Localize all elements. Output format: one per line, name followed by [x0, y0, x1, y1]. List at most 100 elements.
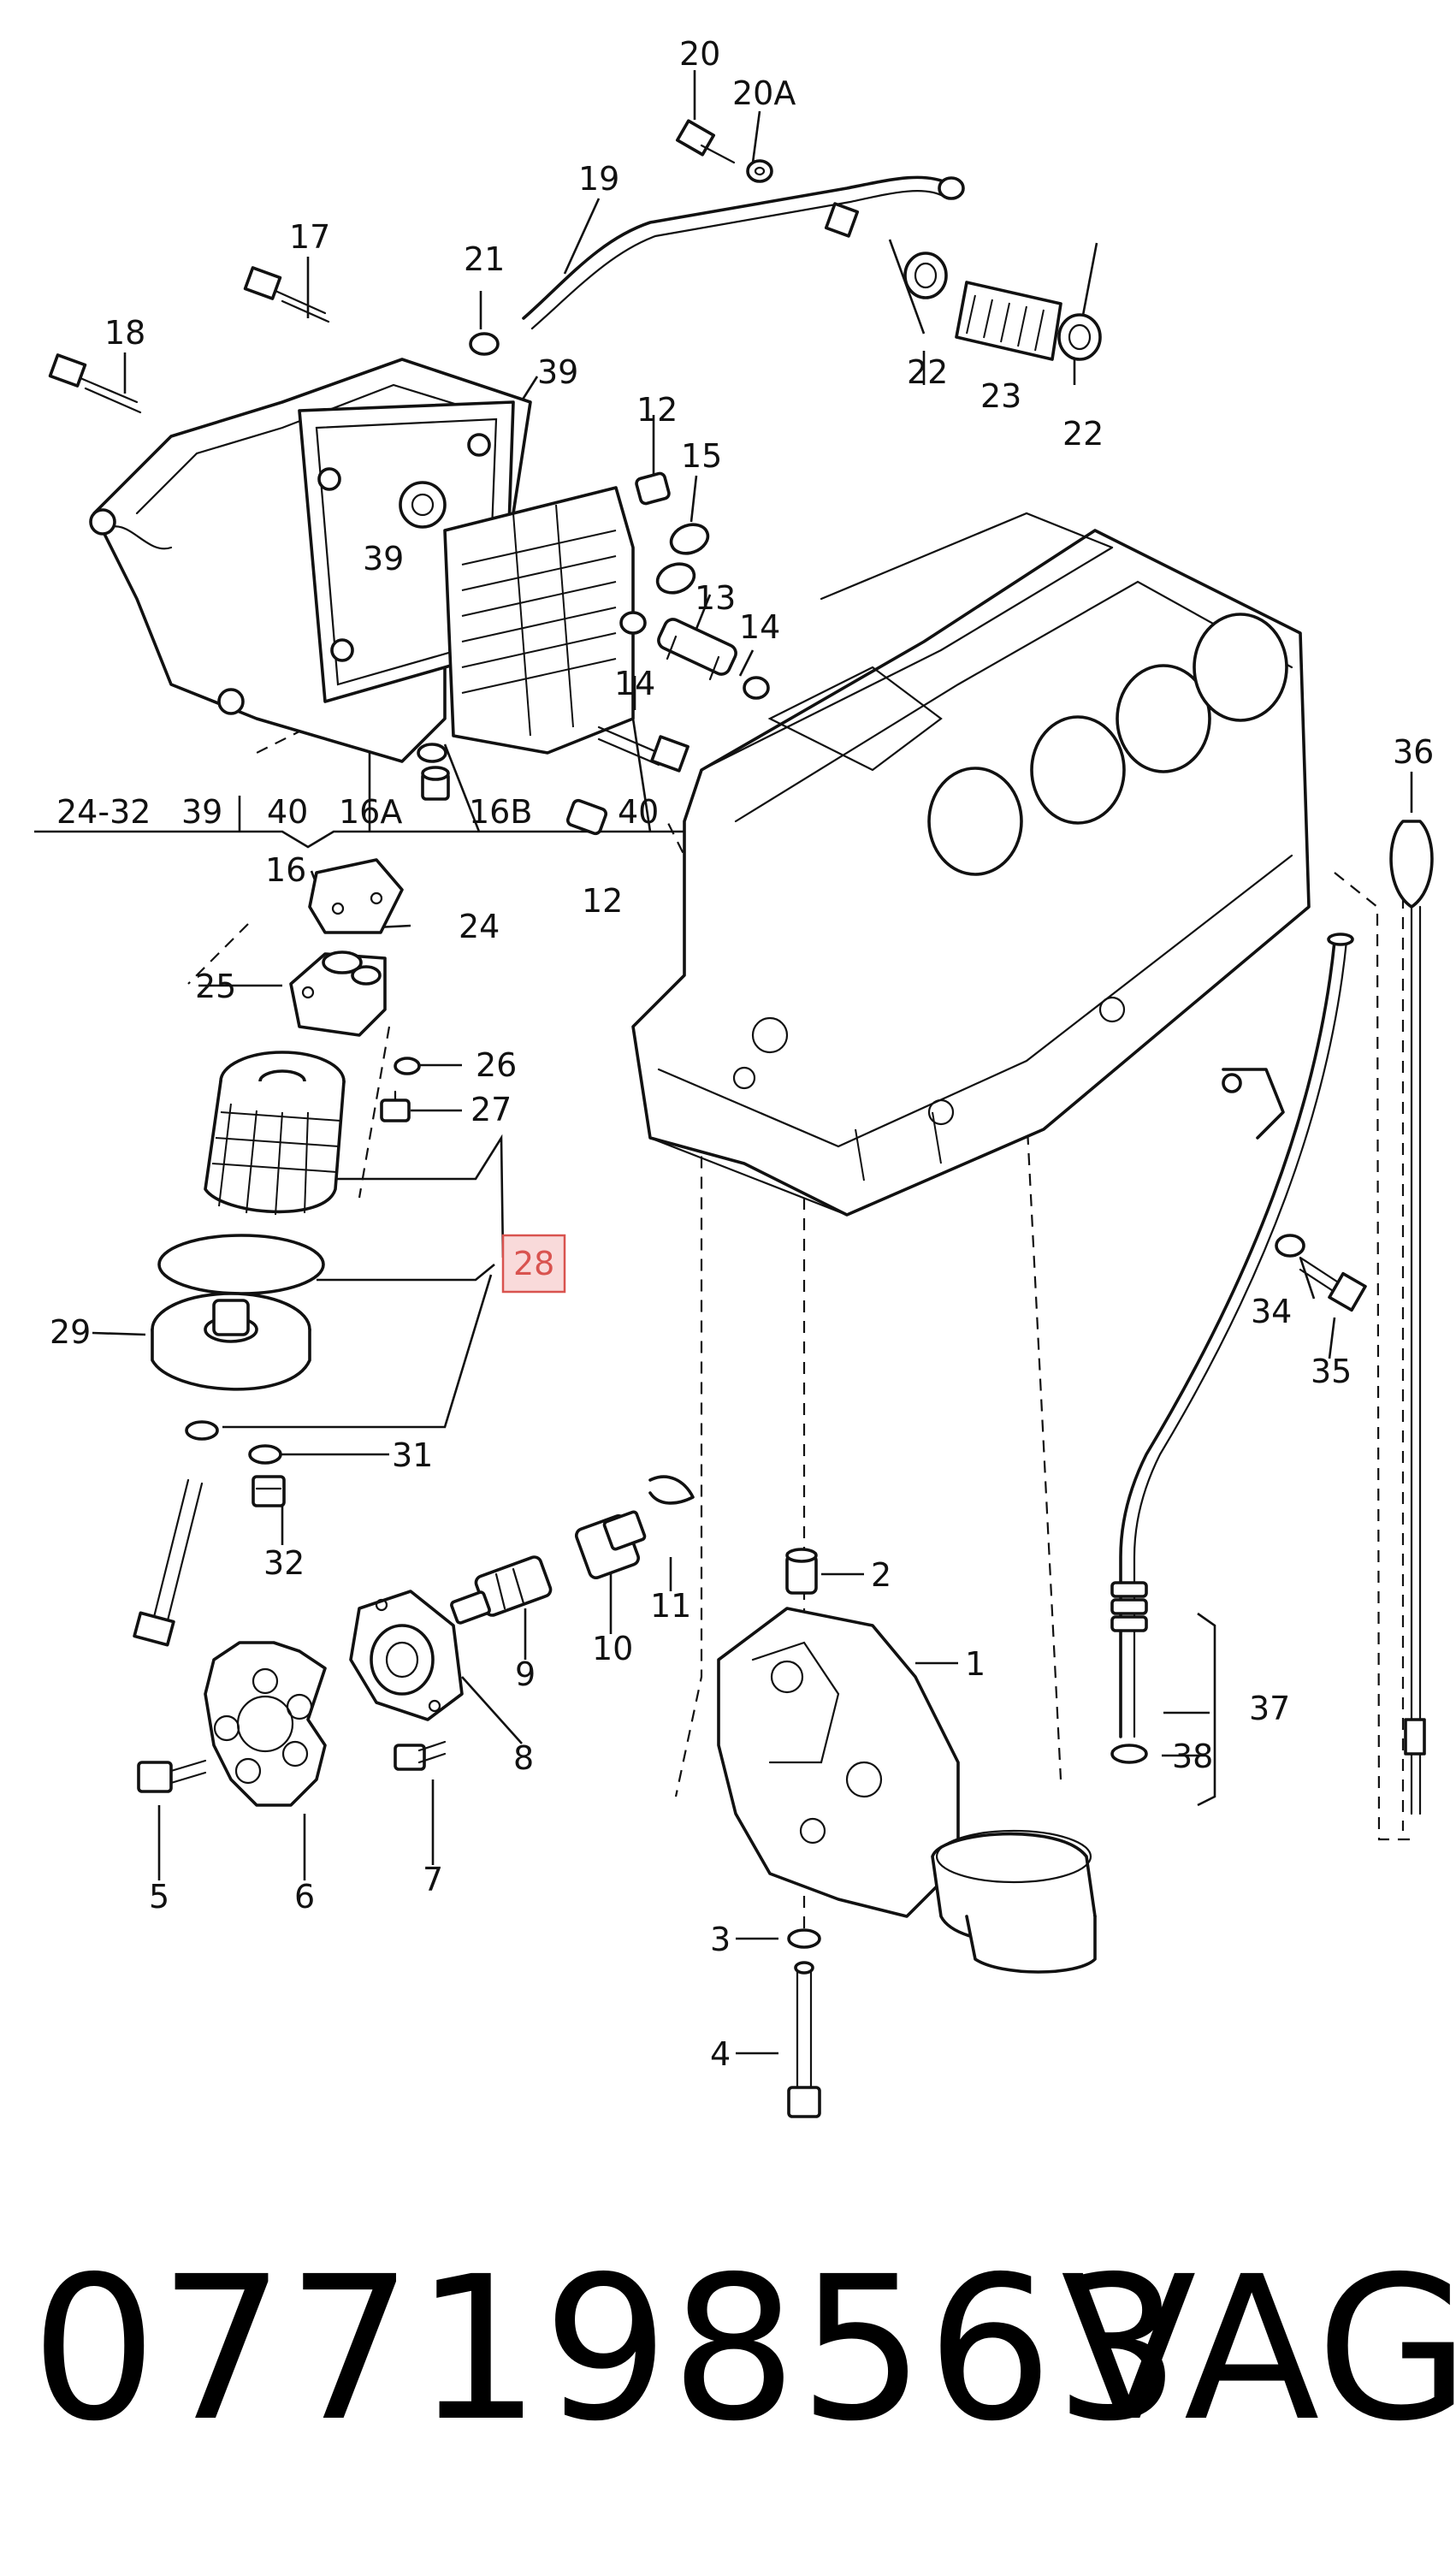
callout-10: 10 [592, 1630, 633, 1667]
dipstick-36-icon [1389, 820, 1434, 1815]
callout-13: 13 [695, 579, 736, 617]
callout-22-left: 22 [907, 353, 948, 391]
washer-34-icon [1275, 1234, 1305, 1258]
callout-3: 3 [710, 1921, 731, 1958]
drive-housing-8-icon [349, 1590, 464, 1721]
callout-1: 1 [965, 1645, 985, 1683]
callout-34: 34 [1251, 1293, 1292, 1330]
bolt-35-icon [1299, 1256, 1367, 1312]
brand-name: VAG [1061, 2234, 1456, 2465]
callout-6: 6 [294, 1878, 315, 1916]
callout-9: 9 [515, 1655, 536, 1693]
oil-pump-1-icon [717, 1607, 1097, 1974]
callout-7: 7 [423, 1861, 443, 1898]
washer-31-icon [248, 1444, 282, 1465]
callout-20a: 20A [732, 74, 796, 112]
washer-38-icon [1110, 1744, 1148, 1764]
gasket-24-icon [308, 858, 404, 934]
clip-11-icon [648, 1475, 695, 1505]
engine-block-icon [631, 512, 1311, 1217]
filter-seal-ring-icon [157, 1234, 325, 1295]
o-ring-21-icon [469, 332, 500, 356]
callout-16: 16 [265, 851, 306, 889]
bolt-40-icon [597, 725, 690, 773]
callout-25: 25 [195, 968, 236, 1005]
callout-20: 20 [679, 35, 720, 73]
washer-3-icon [787, 1928, 821, 1949]
callout-labels: 20 20A 19 17 21 18 39 12 15 22 23 22 39 … [50, 35, 1434, 2073]
callout-24: 24 [459, 908, 500, 945]
callout-39-bottom: 39 [181, 793, 222, 831]
callout-16b: 16B [469, 793, 532, 831]
washer-20a-icon [746, 159, 773, 183]
callout-28: 28 [513, 1245, 554, 1282]
callout-39-top: 39 [537, 353, 578, 391]
callout-29: 29 [50, 1313, 91, 1351]
dowel-2-icon [785, 1548, 818, 1595]
bolt-4-icon [787, 1961, 821, 2118]
callout-18: 18 [104, 314, 145, 352]
callout-5: 5 [149, 1878, 169, 1916]
callout-35: 35 [1311, 1353, 1352, 1390]
callout-21: 21 [464, 240, 505, 278]
plug-32-icon [252, 1475, 286, 1507]
o-ring-14-left-icon [619, 611, 647, 635]
plug-16b-icon [421, 766, 450, 801]
callout-4: 4 [710, 2035, 731, 2073]
hose-clamp-22-lower-icon [1057, 313, 1102, 361]
callout-8: 8 [513, 1739, 534, 1777]
callout-36: 36 [1393, 733, 1434, 771]
callout-14-left: 14 [614, 665, 655, 702]
bolt-18-icon [48, 353, 142, 414]
bolt-7-icon [394, 1740, 447, 1771]
callout-17: 17 [289, 218, 330, 256]
filter-head-25-icon [289, 950, 387, 1037]
long-bolt-icon [133, 1478, 204, 1647]
sleeve-12-lower-icon [565, 798, 608, 836]
oil-cooler-icon [443, 486, 635, 755]
callout-16a: 16A [339, 793, 402, 831]
callout-11: 11 [650, 1587, 691, 1625]
callout-12-bottom: 12 [582, 882, 623, 920]
highlight-28-box [501, 1234, 566, 1294]
dipstick-guide-tube-37-icon [1110, 933, 1354, 1738]
callout-24-32: 24-32 [56, 793, 151, 831]
callout-22-right: 22 [1062, 415, 1104, 453]
part-number: 077198563 [31, 2234, 1183, 2465]
o-ring-15-icon [655, 523, 710, 595]
pipe-13-icon [657, 618, 737, 681]
bolt-5-icon [137, 1759, 207, 1793]
sleeve-12-upper-icon [635, 471, 671, 506]
o-ring-14-right-icon [743, 676, 770, 700]
connector-10-icon [575, 1510, 647, 1579]
oil-line-19-icon [522, 175, 965, 330]
callout-27: 27 [471, 1091, 512, 1128]
callout-31: 31 [392, 1436, 433, 1474]
callout-40-right: 40 [618, 793, 659, 831]
oil-pressure-sensor-9-icon [450, 1555, 553, 1625]
filter-cover-29-icon [151, 1292, 311, 1391]
callout-32: 32 [263, 1544, 305, 1582]
oil-filter-element-28-icon [204, 1051, 346, 1216]
callout-39-mid: 39 [363, 540, 404, 577]
callout-19: 19 [578, 160, 619, 198]
callout-37: 37 [1249, 1690, 1290, 1727]
callout-15: 15 [681, 437, 722, 475]
callout-12-top: 12 [636, 391, 678, 429]
callout-2: 2 [871, 1556, 891, 1594]
callout-14-right: 14 [739, 608, 780, 646]
washer-26-icon [394, 1057, 421, 1075]
bolt-20-icon [675, 119, 736, 164]
washer-31-small-icon [185, 1420, 219, 1441]
bolt-17-icon [243, 266, 330, 323]
hose-23-icon [955, 281, 1062, 361]
callout-38: 38 [1172, 1738, 1213, 1775]
bolt-27-icon [380, 1090, 411, 1122]
hose-clamp-22-upper-icon [903, 252, 948, 299]
callout-26: 26 [476, 1046, 517, 1084]
washer-16a-icon [417, 743, 447, 763]
callout-40-left: 40 [267, 793, 308, 831]
sprocket-6-icon [204, 1641, 327, 1807]
callout-23: 23 [980, 377, 1021, 415]
